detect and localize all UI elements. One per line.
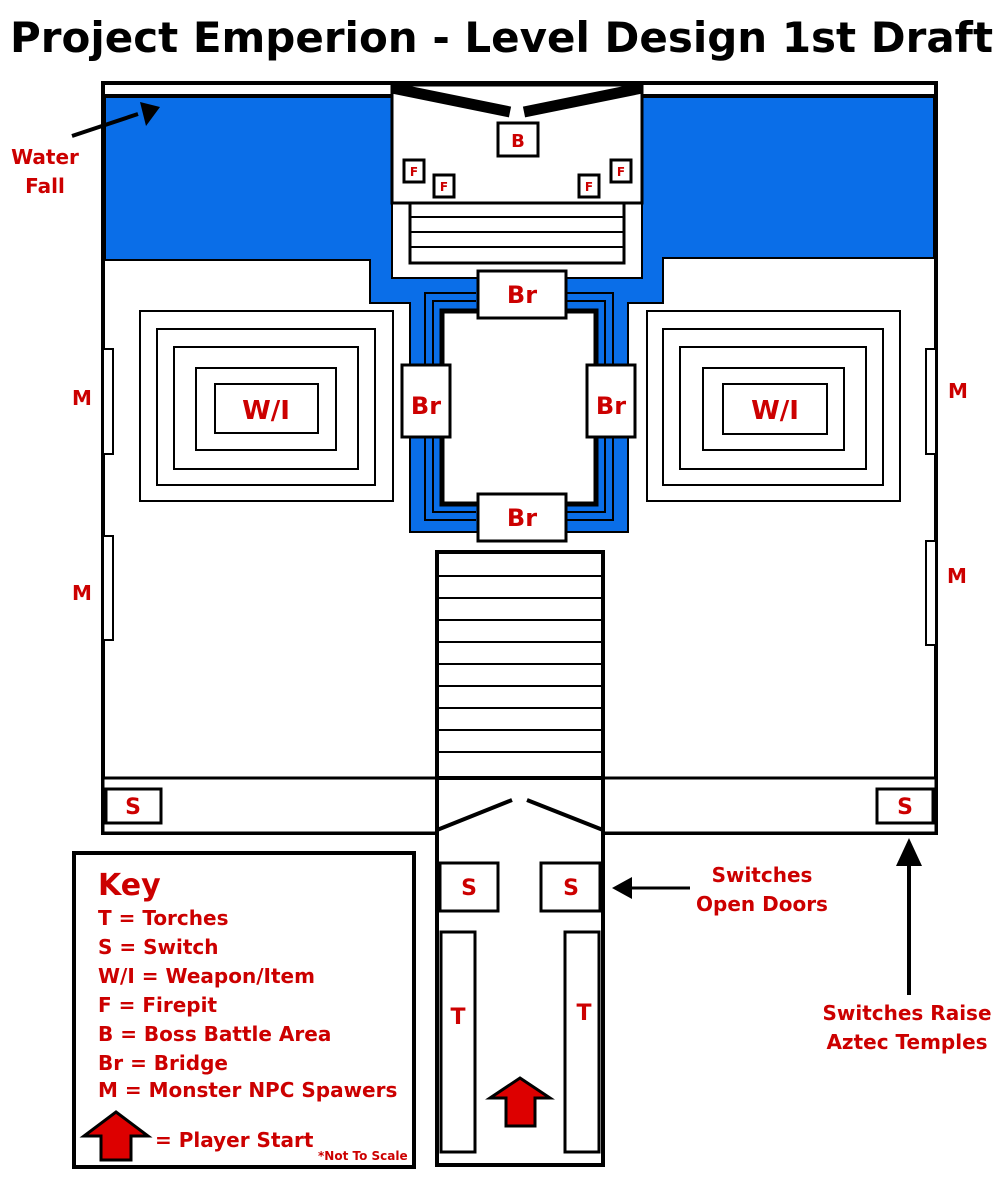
- switches-raise-arrow-head: [896, 838, 922, 866]
- legend-heading: Key: [98, 868, 161, 903]
- spawner-right-1: [925, 348, 937, 455]
- entrance-hall: S S T T: [435, 776, 605, 1167]
- legend-item-weapon-item: W/I = Weapon/Item: [98, 964, 315, 988]
- bottom-ledge: S S: [101, 776, 938, 835]
- bridges: Br Br Br Br: [400, 269, 637, 543]
- temple-right: W/I: [646, 310, 901, 502]
- firepit-label-2: F: [440, 180, 448, 194]
- boss-door-left: [390, 82, 512, 118]
- legend-item-firepit: F = Firepit: [98, 993, 217, 1017]
- switch-ledge-right: [875, 787, 935, 825]
- firepit-label-3: F: [585, 180, 593, 194]
- torch-label-right: T: [576, 1001, 591, 1026]
- weapon-item-label-left: W/I: [242, 396, 290, 426]
- weapon-item-label-right: W/I: [751, 396, 799, 426]
- boss-label: B: [511, 131, 525, 152]
- central-island: [439, 308, 599, 507]
- switches-doors-line2: Open Doors: [696, 892, 828, 916]
- torch-left: [439, 930, 477, 1154]
- bridge-label-bottom: Br: [507, 504, 537, 532]
- firepit-3: [577, 173, 601, 199]
- waterfall-label-line1: Water: [11, 145, 79, 169]
- legend-player-start: = Player Start: [155, 1128, 314, 1152]
- switches-doors-line1: Switches: [712, 863, 813, 887]
- spawner-right-2: [925, 540, 937, 646]
- spawner-left-2: [102, 535, 114, 641]
- switch-ledge-left: [104, 787, 163, 825]
- bridge-label-left: Br: [411, 392, 441, 420]
- bridge-right: [585, 363, 637, 439]
- legend-item-bridge: Br = Bridge: [98, 1051, 228, 1075]
- monster-label-3: M: [948, 379, 968, 403]
- torch-label-left: T: [450, 1005, 465, 1030]
- bridge-left: [400, 363, 452, 439]
- switch-label-ledge-left: S: [125, 795, 141, 820]
- firepit-label-1: F: [410, 165, 418, 179]
- firepit-label-4: F: [617, 165, 625, 179]
- switches-raise-line2: Aztec Temples: [826, 1030, 987, 1054]
- boss-marker: [496, 121, 540, 158]
- firepits: F F F F: [402, 158, 633, 199]
- annotation-arrows: [71, 102, 922, 995]
- temple-left: W/I: [139, 310, 394, 502]
- waterfall-arrow-head: [140, 102, 160, 126]
- torch-right: [563, 930, 601, 1154]
- switches-doors-arrow-head: [612, 877, 632, 899]
- firepit-2: [432, 173, 456, 199]
- bridge-label-right: Br: [596, 392, 626, 420]
- legend-item-torches: T = Torches: [98, 906, 228, 930]
- firepit-4: [609, 158, 633, 184]
- firepit-1: [402, 158, 426, 184]
- page-title: Project Emperion - Level Design 1st Draf…: [10, 13, 993, 62]
- switch-label-ledge-right: S: [897, 795, 913, 820]
- monster-spawners: M M M M: [72, 348, 968, 646]
- switch-label-hall-right: S: [563, 876, 579, 901]
- switches-raise-line1: Switches Raise: [822, 1001, 991, 1025]
- switch-hall-left: [438, 861, 500, 913]
- bridge-label-top: Br: [507, 281, 537, 309]
- bridge-top: [476, 269, 568, 320]
- spawner-left-1: [102, 348, 114, 455]
- legend-item-monster: M = Monster NPC Spawers: [98, 1078, 397, 1102]
- boss-door-right: [522, 82, 644, 118]
- monster-label-2: M: [72, 581, 92, 605]
- switch-label-hall-left: S: [461, 876, 477, 901]
- bridge-bottom: [476, 492, 568, 543]
- legend-player-start-arrow: [79, 1110, 153, 1162]
- switch-hall-right: [539, 861, 602, 913]
- boss-stairs: [408, 201, 626, 265]
- legend-item-boss: B = Boss Battle Area: [98, 1022, 331, 1046]
- main-staircase: [435, 550, 605, 780]
- legend-note: *Not To Scale: [318, 1149, 408, 1163]
- legend-item-switch: S = Switch: [98, 935, 218, 959]
- entrance-door-left: [436, 798, 513, 832]
- entrance-door-right: [526, 798, 604, 832]
- monster-label-4: M: [947, 564, 967, 588]
- legend-box: Key T = Torches S = Switch W/I = Weapon/…: [72, 851, 416, 1169]
- waterfall-label-line2: Fall: [25, 174, 65, 198]
- monster-label-1: M: [72, 386, 92, 410]
- player-start-arrow: [485, 1076, 555, 1128]
